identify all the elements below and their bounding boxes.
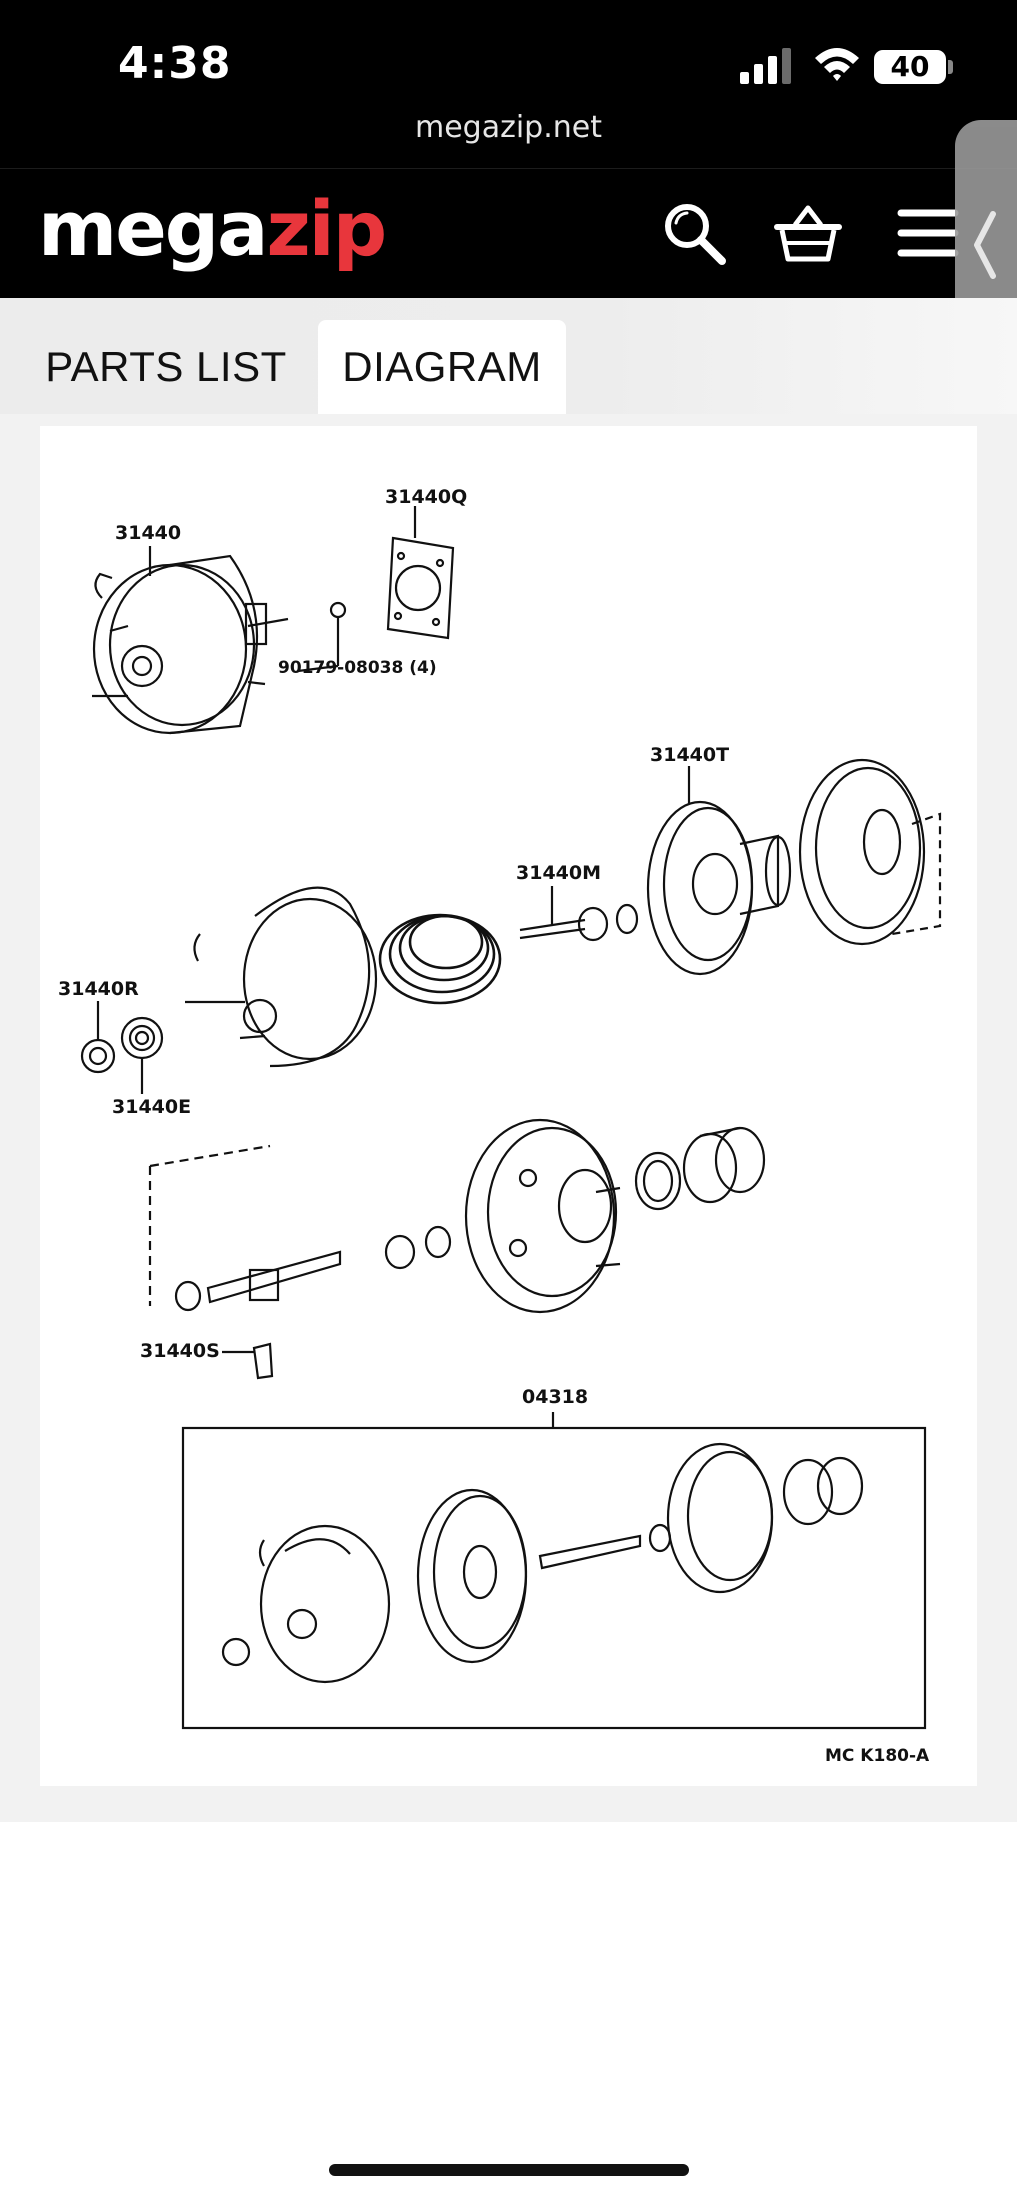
front-shell-figure (798, 758, 942, 946)
home-indicator[interactable] (329, 2164, 689, 2176)
status-time: 4:38 (118, 38, 232, 89)
status-bar: 4:38 40 megazip.net (0, 0, 1017, 168)
callout-31440: 31440 (115, 522, 182, 544)
tab-parts-list[interactable]: PARTS LIST (45, 343, 287, 390)
valve-body-figure (148, 1144, 452, 1380)
site-header: megazip (0, 168, 1017, 299)
spring-figure (378, 913, 502, 1005)
battery-icon: 40 (874, 50, 946, 84)
callout-31440r: 31440R (58, 978, 139, 1000)
diagram-reference: MC K180-A (825, 1746, 930, 1766)
boot-figure (634, 1126, 766, 1211)
tab-diagram[interactable]: DIAGRAM (318, 320, 566, 414)
callout-90179-08038: 90179-08038 (4) (278, 658, 437, 678)
kit-box-figure (181, 1412, 927, 1730)
push-rod-figure (519, 886, 639, 942)
parts-diagram[interactable]: 31440 31440Q 90179-08038 (4) 31440T 3144… (40, 426, 977, 1786)
search-icon[interactable] (660, 199, 730, 269)
hamburger-menu-icon[interactable] (895, 199, 965, 269)
callout-31440q: 31440Q (385, 486, 468, 508)
retainer-figure (80, 1001, 164, 1094)
callout-31440s: 31440S (140, 1340, 220, 1362)
cellular-signal-icon (740, 48, 791, 84)
tab-bar: PARTS LIST DIAGRAM (0, 298, 1017, 414)
exploded-view-drawing (80, 506, 942, 1730)
battery-tip (948, 60, 953, 74)
diagram-container: 31440 31440Q 90179-08038 (4) 31440T 3144… (0, 414, 1017, 1822)
booster-assembly-figure (92, 554, 347, 735)
callout-31440t: 31440T (650, 744, 730, 766)
callout-31440m: 31440M (516, 862, 602, 884)
callout-31440e: 31440E (112, 1096, 192, 1118)
wifi-icon (815, 48, 859, 81)
diaphragm-plate-figure (646, 766, 792, 976)
chevron-left-icon (974, 211, 996, 279)
rear-shell-figure (185, 886, 378, 1068)
url-display[interactable]: megazip.net (414, 110, 602, 145)
basket-icon[interactable] (773, 199, 843, 269)
gasket-figure (386, 506, 455, 640)
megazip-logo[interactable]: megazip (38, 184, 387, 273)
callout-04318: 04318 (522, 1386, 589, 1408)
front-shell-2-figure (464, 1118, 621, 1314)
